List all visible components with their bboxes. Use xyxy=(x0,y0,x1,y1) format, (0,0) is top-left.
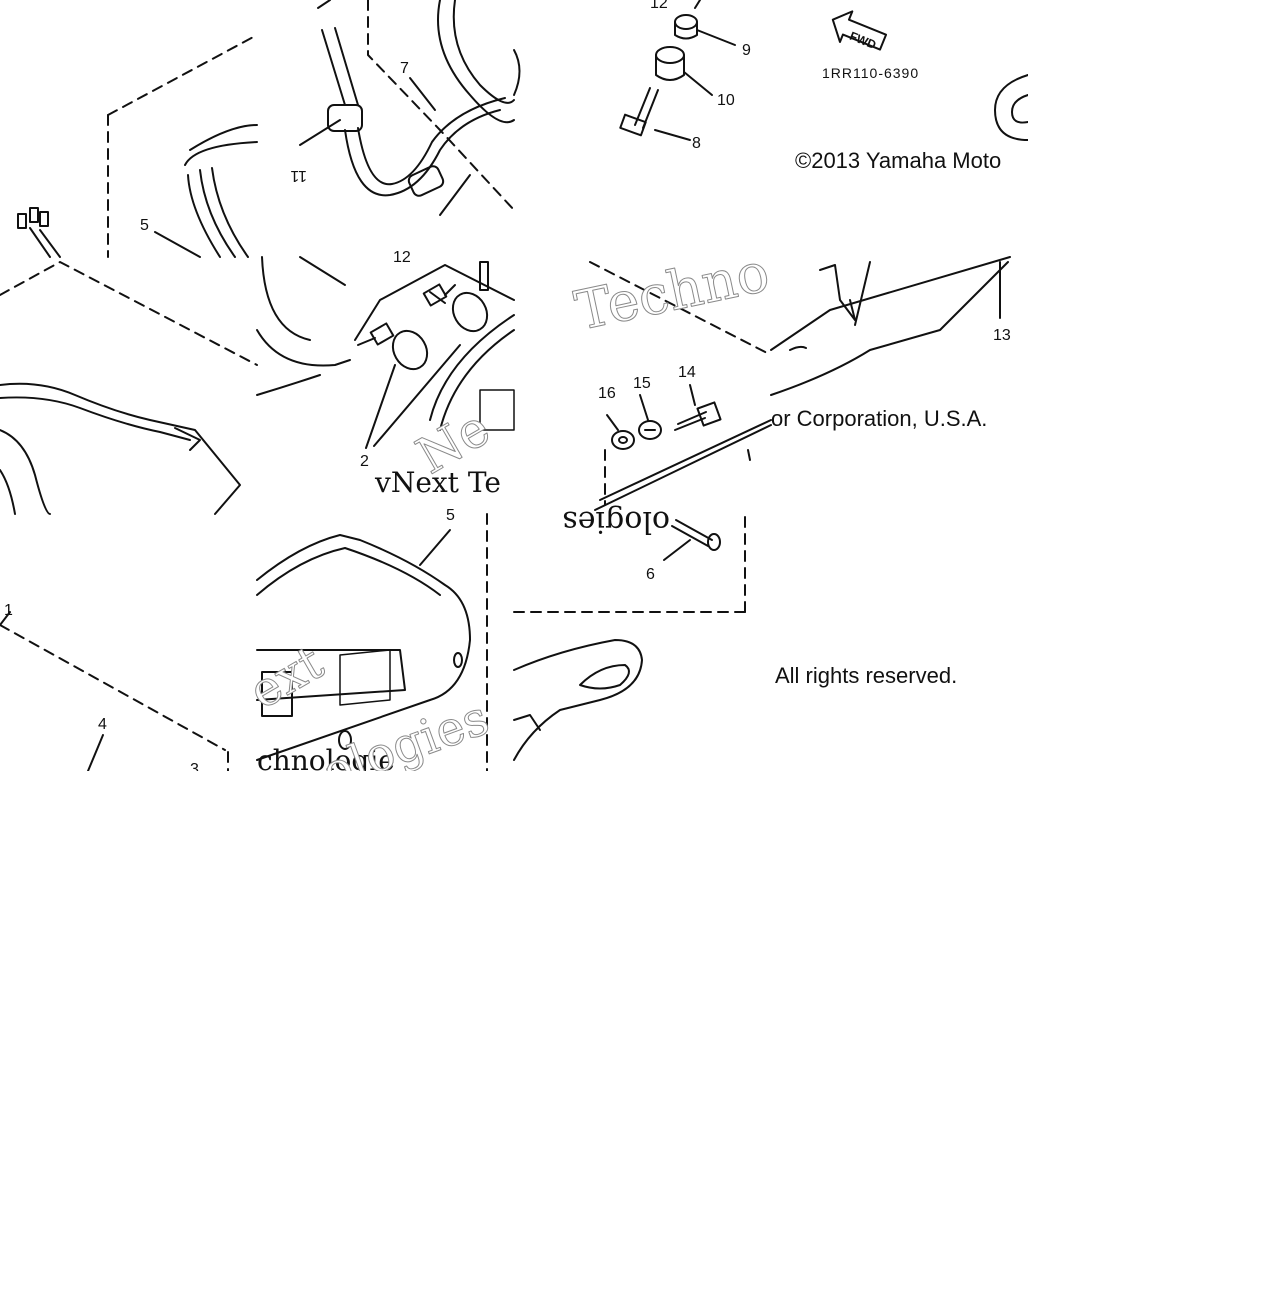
callout-5: 5 xyxy=(140,217,149,234)
wire-connector-icon xyxy=(17,207,61,258)
tile-top-middle xyxy=(299,0,515,216)
tile-middle-right xyxy=(589,261,772,511)
fwd-arrow-icon xyxy=(831,10,888,51)
blank-area xyxy=(1028,0,1285,514)
callout-3: 3 xyxy=(190,761,199,778)
watermark-text: vNext Te xyxy=(374,466,501,499)
callout-12: 12 xyxy=(650,0,668,12)
callout-5b: 5 xyxy=(446,507,455,524)
washer-icon xyxy=(638,420,662,440)
grommet-9 xyxy=(674,14,698,40)
washer-icon xyxy=(611,430,635,450)
callout-1: 1 xyxy=(4,602,13,619)
tile-bottom-middle xyxy=(256,513,488,772)
bulb-icon xyxy=(357,322,429,371)
watermark-text: ext xyxy=(240,635,333,721)
bolt-icon xyxy=(674,401,722,431)
tile-bottom-right xyxy=(513,513,746,761)
callout-12b: 12 xyxy=(393,249,411,266)
callout-15: 15 xyxy=(633,375,651,392)
callout-9: 9 xyxy=(742,42,751,59)
bolt-icon xyxy=(619,87,659,137)
tile-bottom-left xyxy=(0,611,229,772)
tile-middle-far xyxy=(770,256,1011,396)
tile-center xyxy=(256,256,515,449)
callout-8: 8 xyxy=(692,135,701,152)
corporation-text: or Corporation, U.S.A. xyxy=(771,406,987,431)
callout-16: 16 xyxy=(598,385,616,402)
callout-2: 2 xyxy=(360,453,369,470)
watermark-text: ologies xyxy=(562,504,670,539)
tile-top-left xyxy=(17,34,258,258)
tile-middle-left xyxy=(0,261,258,515)
watermark-layer: Techno vNext Te chnologie ext ologies Ne… xyxy=(240,240,776,802)
callout-10: 10 xyxy=(717,92,735,109)
callout-layer: 12 9 10 8 7 11 12 5 13 16 15 14 2 6 5 1 … xyxy=(4,0,1011,778)
callout-4: 4 xyxy=(98,716,107,733)
grommet-10 xyxy=(655,46,685,81)
callout-7: 7 xyxy=(400,60,409,77)
callout-14: 14 xyxy=(678,364,696,381)
watermark-text: Techno xyxy=(570,240,775,342)
drawing-code: 1RR110-6390 xyxy=(822,65,919,81)
tile-top-right xyxy=(513,0,736,141)
bolt-icon xyxy=(671,519,721,551)
tile-top-far xyxy=(831,10,1029,141)
callout-13: 13 xyxy=(993,327,1011,344)
notes-layer: FWD 1RR110-6390 ©2013 Yamaha Moto or Cor… xyxy=(771,29,1001,688)
blank-area xyxy=(0,771,1285,1285)
callout-6: 6 xyxy=(646,566,655,583)
rights-text: All rights reserved. xyxy=(775,663,957,688)
bulb-icon xyxy=(422,261,489,333)
callout-11: 11 xyxy=(290,167,307,184)
copyright-text: ©2013 Yamaha Moto xyxy=(795,148,1001,173)
